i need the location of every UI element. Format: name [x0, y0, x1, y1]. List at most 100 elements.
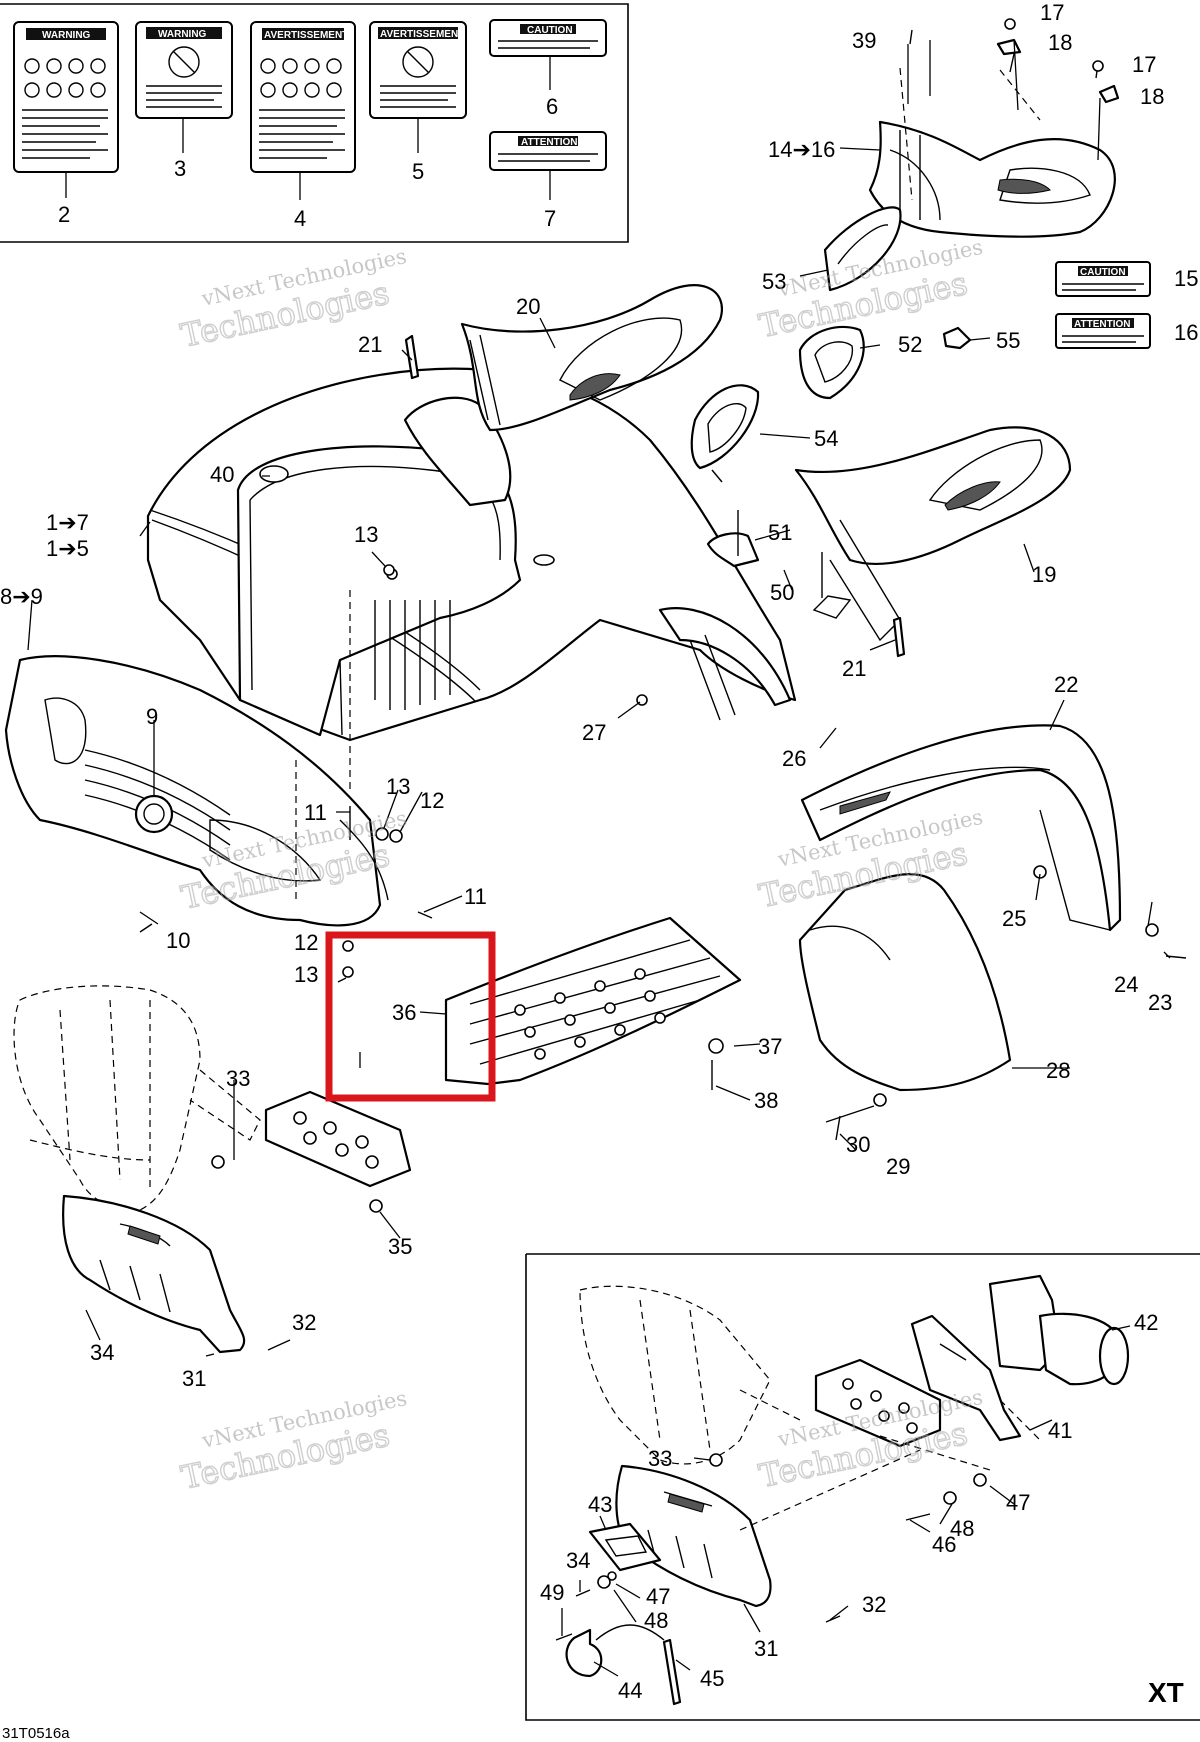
callout-38[interactable]: 38	[754, 1088, 778, 1113]
callout-12a[interactable]: 12	[420, 788, 444, 813]
callout-22[interactable]: 22	[1054, 672, 1078, 697]
callout-18b[interactable]: 18	[1140, 84, 1164, 109]
fairlead-43[interactable]	[588, 1522, 662, 1572]
callout-42[interactable]: 42	[1134, 1310, 1158, 1335]
callout-3[interactable]: 3	[174, 156, 186, 181]
callout-17b[interactable]: 17	[1132, 52, 1156, 77]
callout-34b[interactable]: 34	[566, 1548, 590, 1573]
front-fascia[interactable]	[146, 367, 797, 742]
callout-33a[interactable]: 33	[226, 1066, 250, 1091]
callout-51[interactable]: 51	[768, 520, 792, 545]
callout-28[interactable]: 28	[1046, 1058, 1070, 1083]
callout-37[interactable]: 37	[758, 1034, 782, 1059]
xt-winch-plate[interactable]	[814, 1358, 942, 1448]
callout-21b[interactable]: 21	[842, 656, 866, 681]
callout-49[interactable]: 49	[540, 1580, 564, 1605]
callout-24[interactable]: 24	[1114, 972, 1138, 997]
callout-11b[interactable]: 11	[464, 884, 487, 909]
emblem-9[interactable]	[134, 794, 174, 834]
callout-1a[interactable]: 1➔7	[46, 510, 89, 535]
callout-48a[interactable]: 48	[950, 1516, 974, 1541]
callout-55[interactable]: 55	[996, 328, 1020, 353]
warning-label-16[interactable]: ATTENTION	[1055, 313, 1151, 349]
pin-21a[interactable]	[404, 334, 420, 380]
callout-6[interactable]: 6	[546, 94, 558, 119]
callout-13c[interactable]: 13	[294, 962, 318, 987]
nut-33a[interactable]	[211, 1155, 225, 1169]
warning-label-6[interactable]: CAUTION	[489, 19, 607, 57]
callout-52[interactable]: 52	[898, 332, 922, 357]
callout-4[interactable]: 4	[294, 206, 306, 231]
side-panel-20[interactable]	[460, 284, 723, 432]
warning-label-4[interactable]: AVERTISSEMENT	[250, 21, 356, 173]
rear-fender-22[interactable]	[800, 724, 1122, 932]
callout-16[interactable]: 16	[1174, 320, 1198, 345]
warning-label-2[interactable]: WARNING	[13, 21, 119, 173]
mudguard-28[interactable]	[798, 873, 1012, 1092]
bracket-50[interactable]	[706, 532, 852, 619]
callout-7[interactable]: 7	[544, 206, 556, 231]
bracket-41[interactable]	[910, 1314, 1022, 1442]
front-grille[interactable]	[4, 655, 389, 927]
pin-21b[interactable]	[892, 616, 906, 658]
callout-18a[interactable]: 18	[1048, 30, 1072, 55]
winch-42[interactable]	[988, 1274, 1130, 1386]
callout-17a[interactable]: 17	[1040, 0, 1064, 25]
seat-14-16[interactable]	[868, 120, 1116, 238]
callout-33b[interactable]: 33	[648, 1446, 672, 1471]
callout-32b[interactable]: 32	[862, 1592, 886, 1617]
callout-53[interactable]: 53	[762, 269, 786, 294]
callout-14[interactable]: 14➔16	[768, 137, 835, 162]
strap-45[interactable]	[662, 1638, 682, 1706]
callout-45[interactable]: 45	[700, 1666, 724, 1691]
winch-plate[interactable]	[264, 1090, 412, 1188]
callout-25[interactable]: 25	[1002, 906, 1026, 931]
callout-8[interactable]: 8➔9	[0, 584, 43, 609]
callout-10[interactable]: 10	[166, 928, 190, 953]
callout-40[interactable]: 40	[210, 462, 234, 487]
callout-50[interactable]: 50	[770, 580, 794, 605]
bracket-53[interactable]	[823, 206, 902, 292]
callout-47b[interactable]: 47	[646, 1584, 670, 1609]
callout-46[interactable]: 46	[932, 1532, 956, 1557]
callout-31b[interactable]: 31	[754, 1636, 778, 1661]
callout-34a[interactable]: 34	[90, 1340, 114, 1365]
warning-label-7[interactable]: ATTENTION	[489, 131, 607, 171]
callout-26[interactable]: 26	[782, 746, 806, 771]
callout-19[interactable]: 19	[1032, 562, 1056, 587]
callout-48b[interactable]: 48	[644, 1608, 668, 1633]
callout-13a[interactable]: 13	[354, 522, 378, 547]
callout-47a[interactable]: 47	[1006, 1490, 1030, 1515]
clip-55[interactable]	[942, 326, 972, 350]
warning-label-15[interactable]: CAUTION	[1055, 261, 1151, 297]
callout-5[interactable]: 5	[412, 159, 424, 184]
callout-9[interactable]: 9	[146, 704, 158, 729]
front-bumper[interactable]	[13, 985, 261, 1211]
front-skid-31[interactable]	[62, 1194, 246, 1354]
bracket-52[interactable]	[798, 325, 865, 400]
callout-29[interactable]: 29	[886, 1154, 910, 1179]
nut-35[interactable]	[369, 1199, 383, 1213]
callout-27[interactable]: 27	[582, 720, 606, 745]
callout-35[interactable]: 35	[388, 1234, 412, 1259]
callout-31a[interactable]: 31	[182, 1366, 206, 1391]
callout-13b[interactable]: 13	[386, 774, 410, 799]
callout-11a[interactable]: 11	[304, 800, 327, 825]
callout-21a[interactable]: 21	[358, 332, 382, 357]
callout-12b[interactable]: 12	[294, 930, 318, 955]
callout-44[interactable]: 44	[618, 1678, 642, 1703]
hook-44[interactable]	[565, 1628, 603, 1678]
side-panel-19[interactable]	[794, 426, 1072, 642]
callout-2[interactable]: 2	[58, 202, 70, 227]
cap-40[interactable]	[259, 465, 289, 483]
warning-label-3[interactable]: WARNING	[135, 21, 233, 119]
callout-54[interactable]: 54	[814, 426, 838, 451]
callout-41[interactable]: 41	[1048, 1418, 1072, 1443]
callout-32a[interactable]: 32	[292, 1310, 316, 1335]
callout-1b[interactable]: 1➔5	[46, 536, 89, 561]
callout-23[interactable]: 23	[1148, 990, 1172, 1015]
xt-front-bumper[interactable]	[579, 1285, 801, 1465]
callout-20[interactable]: 20	[516, 294, 540, 319]
warning-label-5[interactable]: AVERTISSEMENT	[369, 21, 467, 119]
callout-39[interactable]: 39	[852, 28, 876, 53]
